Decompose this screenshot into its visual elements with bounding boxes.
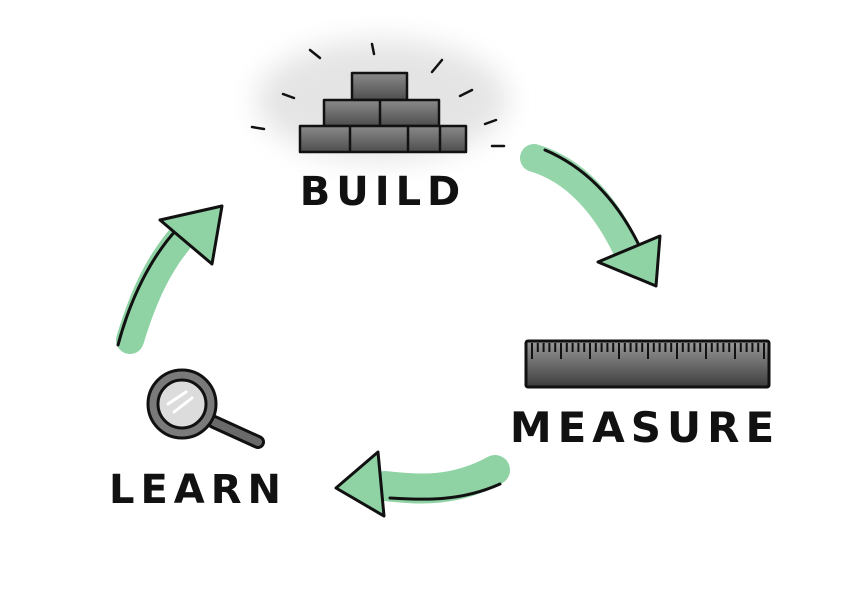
- measure-label: MEASURE: [510, 403, 780, 452]
- arrow-build-to-measure: [520, 144, 662, 288]
- arrow-measure-to-learn: [334, 450, 510, 518]
- learn-label: LEARN: [109, 467, 287, 513]
- magnifying-glass-icon: [146, 368, 265, 449]
- brick-pyramid-icon: [250, 40, 507, 160]
- build-label: BUILD: [300, 169, 467, 215]
- ruler-icon: [524, 339, 771, 389]
- arrow-learn-to-build: [116, 204, 224, 354]
